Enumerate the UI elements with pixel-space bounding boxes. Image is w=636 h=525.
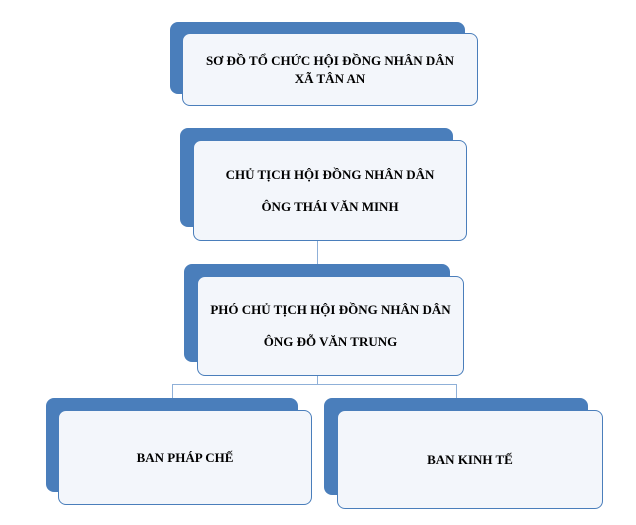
connector-left-dept xyxy=(172,384,173,398)
connector-horizontal xyxy=(172,384,457,385)
title-line-2: XÃ TÂN AN xyxy=(294,70,366,86)
department-right-label: BAN KINH TẾ xyxy=(427,451,513,467)
vice-chairman-card: PHÓ CHỦ TỊCH HỘI ĐỒNG NHÂN DÂN ÔNG ĐỖ VĂ… xyxy=(197,276,464,376)
connector-vice-down xyxy=(317,375,318,384)
department-left-label: BAN PHÁP CHẾ xyxy=(136,449,234,465)
chairman-name: ÔNG THÁI VĂN MINH xyxy=(261,198,399,214)
chairman-card: CHỦ TỊCH HỘI ĐỒNG NHÂN DÂN ÔNG THÁI VĂN … xyxy=(193,140,467,241)
department-right-card: BAN KINH TẾ xyxy=(337,410,603,509)
chairman-role: CHỦ TỊCH HỘI ĐỒNG NHÂN DÂN xyxy=(225,166,435,182)
connector-right-dept xyxy=(456,384,457,398)
title-line-1: SƠ ĐỒ TỔ CHỨC HỘI ĐỒNG NHÂN DÂN xyxy=(205,52,455,68)
department-left-card: BAN PHÁP CHẾ xyxy=(58,410,312,505)
connector-chairman-vice xyxy=(317,240,318,264)
vice-chairman-role: PHÓ CHỦ TỊCH HỘI ĐỒNG NHÂN DÂN xyxy=(210,302,451,318)
title-card: SƠ ĐỒ TỔ CHỨC HỘI ĐỒNG NHÂN DÂN XÃ TÂN A… xyxy=(182,33,478,106)
vice-chairman-name: ÔNG ĐỖ VĂN TRUNG xyxy=(263,334,398,349)
